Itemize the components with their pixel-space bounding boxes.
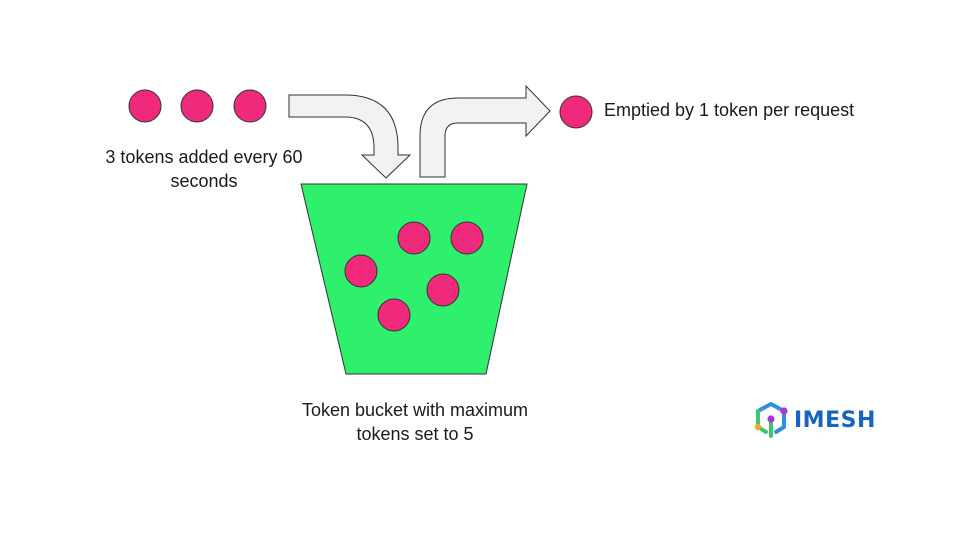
outflow-arrow-icon xyxy=(419,84,551,178)
outgoing-token xyxy=(559,95,593,129)
emptied-label: Emptied by 1 token per request xyxy=(604,100,855,120)
bucket-token xyxy=(450,221,484,255)
incoming-token xyxy=(128,89,162,123)
token-bucket xyxy=(300,183,528,375)
incoming-tokens xyxy=(128,89,267,123)
bucket-token xyxy=(426,273,460,307)
bucket-token xyxy=(377,298,411,332)
bucket-token xyxy=(344,254,378,288)
incoming-token xyxy=(233,89,267,123)
imesh-logo: IMESH xyxy=(752,400,876,440)
incoming-token xyxy=(180,89,214,123)
inflow-arrow-icon xyxy=(288,94,412,179)
cube-icon xyxy=(754,402,788,438)
logo-text: IMESH xyxy=(794,407,876,433)
bucket-label: Token bucket with maximum tokens set to … xyxy=(301,400,529,444)
tokens-added-label: 3 tokens added every 60 seconds xyxy=(105,147,303,191)
bucket-tokens xyxy=(344,221,484,332)
bucket-token xyxy=(397,221,431,255)
